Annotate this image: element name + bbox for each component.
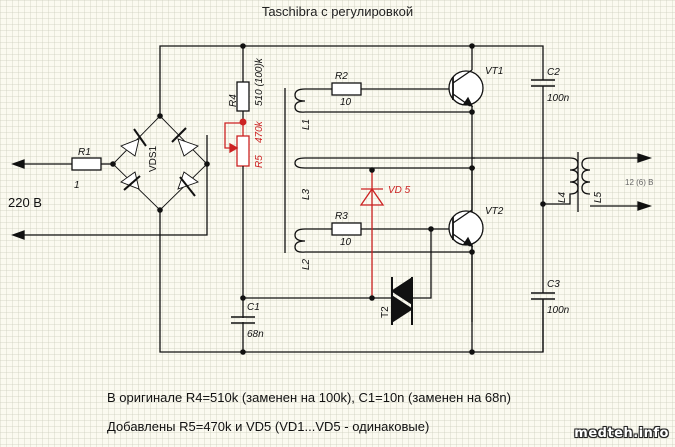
label-r3: R3 <box>335 211 348 222</box>
value-c2: 100n <box>547 93 570 104</box>
resistor-r3 <box>331 222 362 236</box>
label-c2: C2 <box>547 67 560 78</box>
value-c3: 100n <box>547 305 570 316</box>
value-r3: 10 <box>340 237 352 248</box>
label-l5: L5 <box>593 191 604 203</box>
inductor-l1 <box>294 88 306 113</box>
label-c3: C3 <box>547 279 560 290</box>
value-c1: 68n <box>247 329 264 340</box>
inductor-l5 <box>581 157 591 195</box>
label-l4: L4 <box>557 191 568 203</box>
value-r1: 1 <box>74 180 80 191</box>
label-t2: T2 <box>380 306 391 318</box>
wire-input-2 <box>20 164 208 236</box>
resistor-r2 <box>331 82 362 96</box>
label-vd5: VD 5 <box>388 185 411 196</box>
label-l3: L3 <box>301 188 312 200</box>
note-1: В оригинале R4=510k (заменен на 100k), C… <box>107 390 511 405</box>
value-r2: 10 <box>340 97 352 108</box>
transistor-vt2 <box>448 209 484 247</box>
arrow-input-1-icon <box>11 159 25 169</box>
wire-top-rail <box>159 45 544 116</box>
label-vds1: VDS1 <box>148 145 159 172</box>
label-r5: R5 <box>254 155 265 168</box>
label-vt1: VT1 <box>485 66 503 77</box>
value-r5: 470k <box>254 120 265 143</box>
label-r4: R4 <box>228 94 239 107</box>
label-c1: C1 <box>247 302 260 313</box>
arrow-output-1-icon <box>637 153 653 163</box>
transistor-vt1 <box>448 69 484 107</box>
diode-vd5 <box>359 170 385 298</box>
arrow-output-2-icon <box>637 201 653 211</box>
label-l1: L1 <box>301 119 312 130</box>
label-vt2: VT2 <box>485 206 504 217</box>
note-2: Добавлены R5=470k и VD5 (VD1...VD5 - оди… <box>107 419 430 434</box>
diac-t2 <box>372 229 432 325</box>
diagram-title: Taschibra с регулировкой <box>261 4 414 19</box>
diode-bridge-vds1 <box>112 115 208 211</box>
value-r4: 510 (100)k <box>254 57 265 106</box>
resistor-r1 <box>71 157 102 171</box>
arrow-input-2-icon <box>11 230 25 240</box>
label-l2: L2 <box>301 258 312 270</box>
inductor-l2 <box>294 228 306 253</box>
potentiometer-r5 <box>224 118 250 167</box>
junction-dots <box>110 43 546 355</box>
output-voltage: 12 (6) В <box>625 178 653 187</box>
input-voltage: 220 В <box>8 195 42 210</box>
label-r2: R2 <box>335 71 348 82</box>
label-r1: R1 <box>78 147 91 158</box>
inductor-l3 <box>294 157 475 169</box>
watermark: medteh.info <box>574 426 669 441</box>
